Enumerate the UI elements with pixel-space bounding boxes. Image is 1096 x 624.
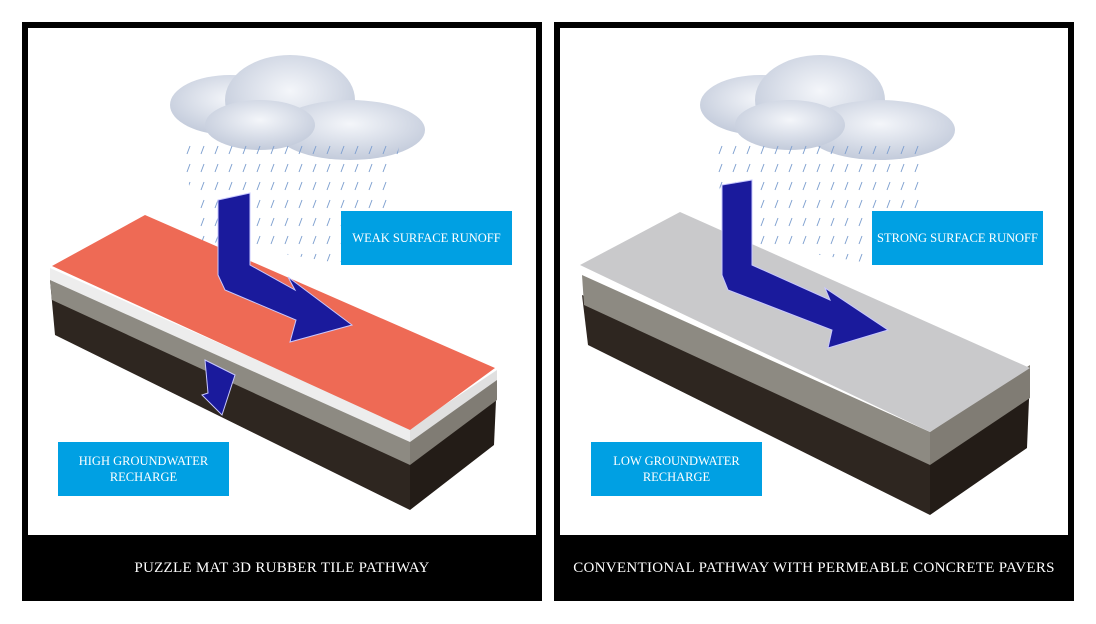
panel-concrete-pavers: STRONG SURFACE RUNOFF LOW GROUNDWATER RE… [554,22,1074,601]
recharge-label: HIGH GROUNDWATER RECHARGE [58,442,229,496]
diagram-area: STRONG SURFACE RUNOFF LOW GROUNDWATER RE… [560,28,1068,535]
panel-caption: PUZZLE MAT 3D RUBBER TILE PATHWAY [134,559,430,576]
pathway-slab [580,212,1030,515]
rubber-tile-illustration [50,55,497,510]
panel-caption: CONVENTIONAL PATHWAY WITH PERMEABLE CONC… [573,559,1055,576]
rubber-tile-surface [52,215,495,430]
runoff-label: WEAK SURFACE RUNOFF [341,211,512,265]
arrow-icon [721,179,890,349]
arrow-icon [201,192,354,416]
pathway-slab [50,215,497,510]
recharge-label: LOW GROUNDWATER RECHARGE [591,442,762,496]
concrete-paver-surface [580,212,1030,432]
panel-rubber-tile: WEAK SURFACE RUNOFF HIGH GROUNDWATER REC… [22,22,542,601]
runoff-label: STRONG SURFACE RUNOFF [872,211,1043,265]
diagram-area: WEAK SURFACE RUNOFF HIGH GROUNDWATER REC… [28,28,536,535]
concrete-paver-illustration [580,55,1030,515]
cloud-icon [700,55,955,160]
